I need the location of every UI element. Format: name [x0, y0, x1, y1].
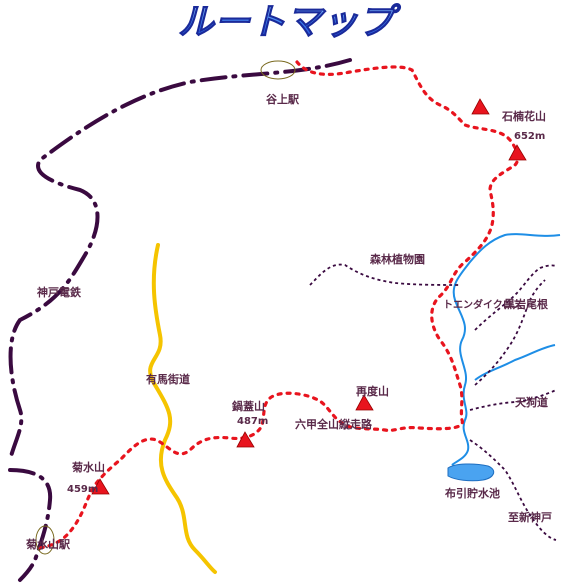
- label-to-shinkobe: 至新神戸: [508, 510, 552, 524]
- hiking-route: [38, 60, 520, 550]
- label-futatabi-yama: 再度山: [356, 384, 389, 398]
- label-shinrin-garden: 森林植物園: [370, 252, 425, 266]
- nunobiki-reservoir: [447, 463, 495, 482]
- peak-icon: [91, 478, 110, 495]
- peak-icon: [508, 144, 527, 161]
- label-nabebuta-yama: 鍋蓋山: [232, 399, 265, 413]
- peak-icon: [355, 394, 374, 411]
- label-kikusuiyama-station: 菊水山駅: [26, 537, 70, 551]
- river: [451, 233, 561, 466]
- arima-road: [148, 243, 217, 574]
- label-arima-road: 有馬街道: [146, 372, 190, 386]
- label-kobe-railway: 神戸電鉄: [37, 285, 82, 299]
- label-ishikusuka-yama: 石楠花山: [501, 109, 546, 123]
- peak-icon: [471, 98, 490, 115]
- label-nunobiki-reservoir: 布引貯水池: [445, 486, 500, 500]
- trails: [309, 263, 557, 541]
- label-kikusui-yama: 菊水山: [72, 460, 105, 474]
- label-tengu-michi: 天狗道: [515, 395, 548, 409]
- label-nabebuta-elev: 487m: [237, 416, 268, 427]
- label-rokko-trail: 六甲全山縦走路: [295, 417, 373, 431]
- label-tokuzu-ikeroso: トエンダイクロス: [443, 298, 523, 311]
- kobe-railway-line: [8, 58, 352, 582]
- map-title: ルートマップ: [178, 2, 401, 43]
- label-kikusui-elev: 459m: [67, 484, 98, 495]
- label-tanigami-station: 谷上駅: [266, 92, 299, 106]
- peak-icon: [236, 431, 255, 448]
- label-ishikusuka-elev: 652m: [514, 131, 545, 142]
- tanigami-station-marker: [260, 60, 296, 80]
- label-kuroiwa-one: 黒岩尾根: [504, 297, 549, 311]
- kikusuiyama-station-marker: [35, 525, 55, 555]
